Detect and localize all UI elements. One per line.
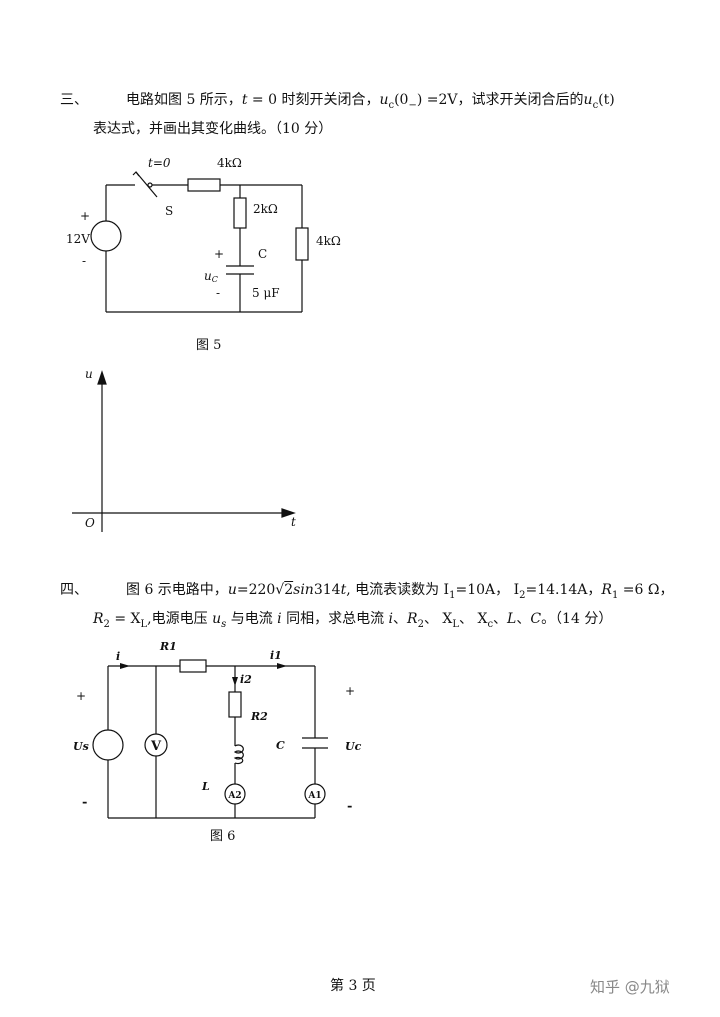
ammeter-a2-label: A2: [227, 791, 241, 801]
axis-y-label: u: [85, 367, 93, 381]
q4-line2: R2 = XL,电源电压 us 与电流 i 同相，求总电流 i、R2、 XL、 …: [93, 611, 613, 630]
switch-label: S: [165, 204, 173, 218]
cap-c-label: C: [276, 739, 285, 752]
current-i2-label: i2: [240, 673, 252, 686]
axis-x-label: t: [291, 515, 296, 529]
current-i1-label: i1: [270, 649, 282, 662]
r1-value: 4kΩ: [217, 156, 242, 170]
uc-minus: -: [347, 799, 352, 814]
r1-label: R1: [159, 640, 177, 653]
ammeter-a1-label: A1: [307, 791, 321, 801]
t0-label: t=0: [148, 156, 171, 170]
cap-label: C: [258, 247, 267, 261]
cap-minus: -: [216, 286, 220, 300]
cap-plus: +: [214, 247, 224, 261]
uc-voltage-label: Uc: [345, 740, 362, 753]
q4-line1: 四、图 6 示电路中，u=220√2sin314t, 电流表读数为 I1=10A…: [60, 582, 674, 601]
source-value: 12V: [66, 232, 90, 246]
uc-label: uC: [204, 269, 218, 284]
current-i-label: i: [116, 650, 120, 663]
r2-label: R2: [250, 710, 268, 723]
watermark: 知乎 @九狱: [590, 978, 670, 996]
r2-value: 2kΩ: [253, 202, 278, 216]
inductor-label: L: [201, 780, 210, 793]
q3-number: 三、: [60, 92, 88, 108]
source-minus-left: -: [82, 795, 87, 810]
voltmeter-label: V: [150, 739, 162, 754]
uc-plus: +: [345, 684, 355, 698]
q4-number: 四、: [60, 582, 88, 598]
q3-line1: 三、电路如图 5 所示，t = 0 时刻开关闭合，uc(0−) =2V，试求开关…: [60, 92, 615, 111]
figure-5-caption: 图 5: [196, 338, 221, 353]
source-plus: +: [80, 209, 90, 223]
source-plus-left: +: [76, 689, 86, 703]
us-label: Us: [73, 740, 89, 753]
cap-value: 5 μF: [252, 286, 280, 300]
figure-6-caption: 图 6: [210, 829, 235, 844]
source-minus: -: [82, 254, 86, 268]
r3-value: 4kΩ: [316, 234, 341, 248]
q3-line2: 表达式，并画出其变化曲线。（10 分）: [93, 121, 333, 137]
axis-origin-label: O: [85, 516, 95, 530]
page-number: 第 3 页: [330, 978, 376, 994]
